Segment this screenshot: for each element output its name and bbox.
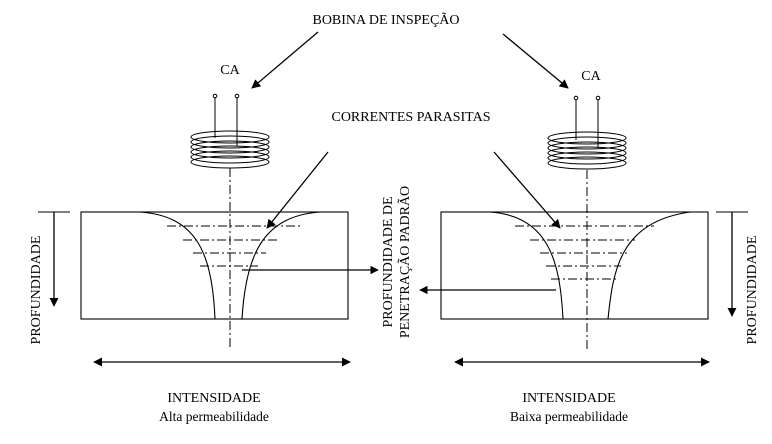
high-permeability-label: Alta permeabilidade	[159, 409, 269, 424]
standard-depth-label-line1: PROFUNDIDADE DE	[381, 196, 396, 327]
title-arrow-right	[503, 34, 568, 88]
coil-right	[548, 96, 626, 169]
standard-depth-label-line2: PENETRAÇÃO PADRÃO	[397, 186, 413, 338]
intensity-label-left: INTENSIDADE	[167, 391, 260, 406]
depth-label-left: PROFUNDIDADE	[29, 236, 44, 345]
title-arrow-left	[252, 32, 318, 88]
coil-left	[191, 94, 269, 168]
specimen-block-right	[441, 170, 708, 350]
specimen-block-left	[81, 168, 348, 350]
low-permeability-label: Baixa permeabilidade	[510, 409, 628, 424]
depth-axis-right	[716, 212, 748, 316]
ac-label-right: CA	[581, 69, 601, 84]
depth-label-right: PROFUNDIDADE	[745, 236, 760, 345]
inspection-coil-title: BOBINA DE INSPEÇÃO	[312, 12, 459, 28]
eddy-currents-label: CORRENTES PARASITAS	[331, 110, 490, 125]
intensity-label-right: INTENSIDADE	[522, 391, 615, 406]
ac-label-left: CA	[220, 63, 240, 78]
eddy-arrow-right	[494, 152, 560, 228]
